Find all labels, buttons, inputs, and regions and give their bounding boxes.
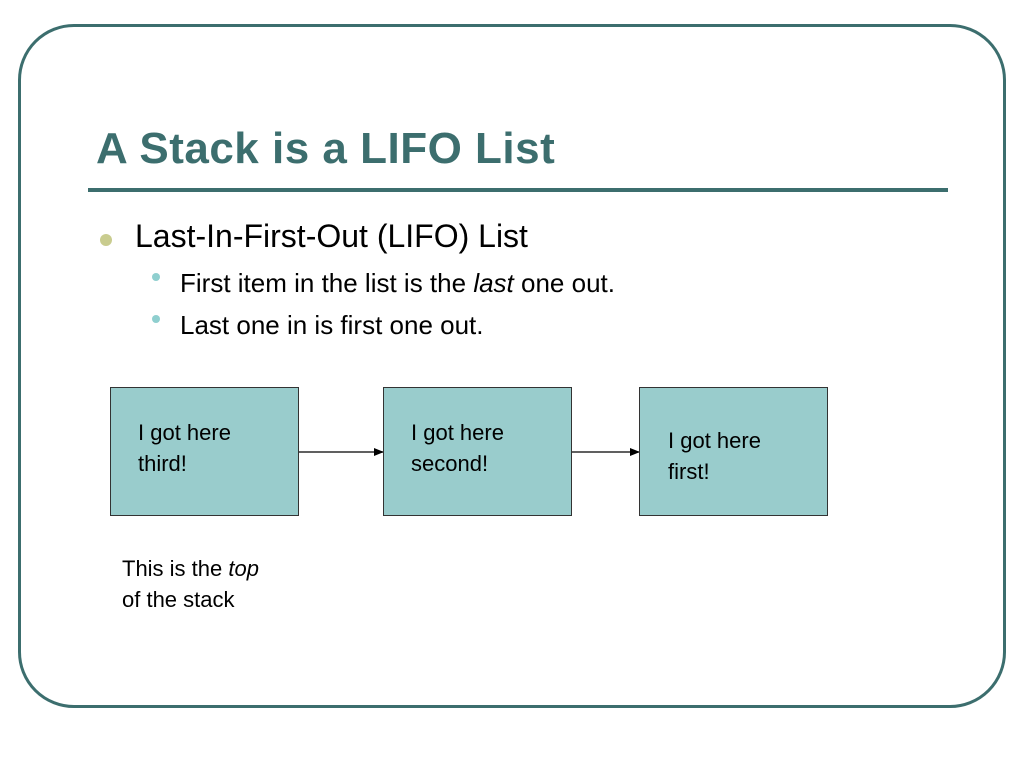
box-label: I got here first!	[668, 425, 818, 487]
caption-text: This is the	[122, 556, 229, 581]
sub-bullet-dot-icon	[152, 273, 160, 281]
box-label-line: second!	[411, 451, 489, 476]
sub-bullet-text-part: First item in the list is the	[180, 268, 474, 298]
box-label: I got here second!	[411, 417, 561, 479]
bullet-dot-icon	[100, 234, 112, 246]
box-label-line: I got here	[668, 428, 761, 453]
slide-frame	[18, 24, 1006, 708]
sub-bullet-text: First item in the list is the last one o…	[180, 268, 615, 299]
box-label-line: I got here	[138, 420, 231, 445]
stack-box-second	[383, 387, 572, 516]
top-of-stack-caption: This is the top of the stack	[122, 553, 322, 615]
caption-line: of the stack	[122, 587, 235, 612]
box-label: I got here third!	[138, 417, 288, 479]
bullet-text: Last-In-First-Out (LIFO) List	[135, 218, 528, 254]
stack-box-first	[639, 387, 828, 516]
sub-bullet-text-part: Last one in is first one out.	[180, 310, 484, 340]
sub-bullet-dot-icon	[152, 315, 160, 323]
title-underline	[88, 188, 948, 192]
slide-title: A Stack is a LIFO List	[96, 124, 556, 173]
stack-box-third	[110, 387, 299, 516]
caption-emphasis: top	[228, 556, 259, 581]
sub-bullet-text: Last one in is first one out.	[180, 310, 484, 341]
caption-line: This is the top	[122, 553, 322, 584]
sub-bullet-emphasis: last	[473, 268, 514, 298]
sub-bullet-text-part: one out.	[513, 268, 615, 298]
box-label-line: I got here	[411, 420, 504, 445]
box-label-line: third!	[138, 451, 187, 476]
box-label-line: first!	[668, 459, 710, 484]
